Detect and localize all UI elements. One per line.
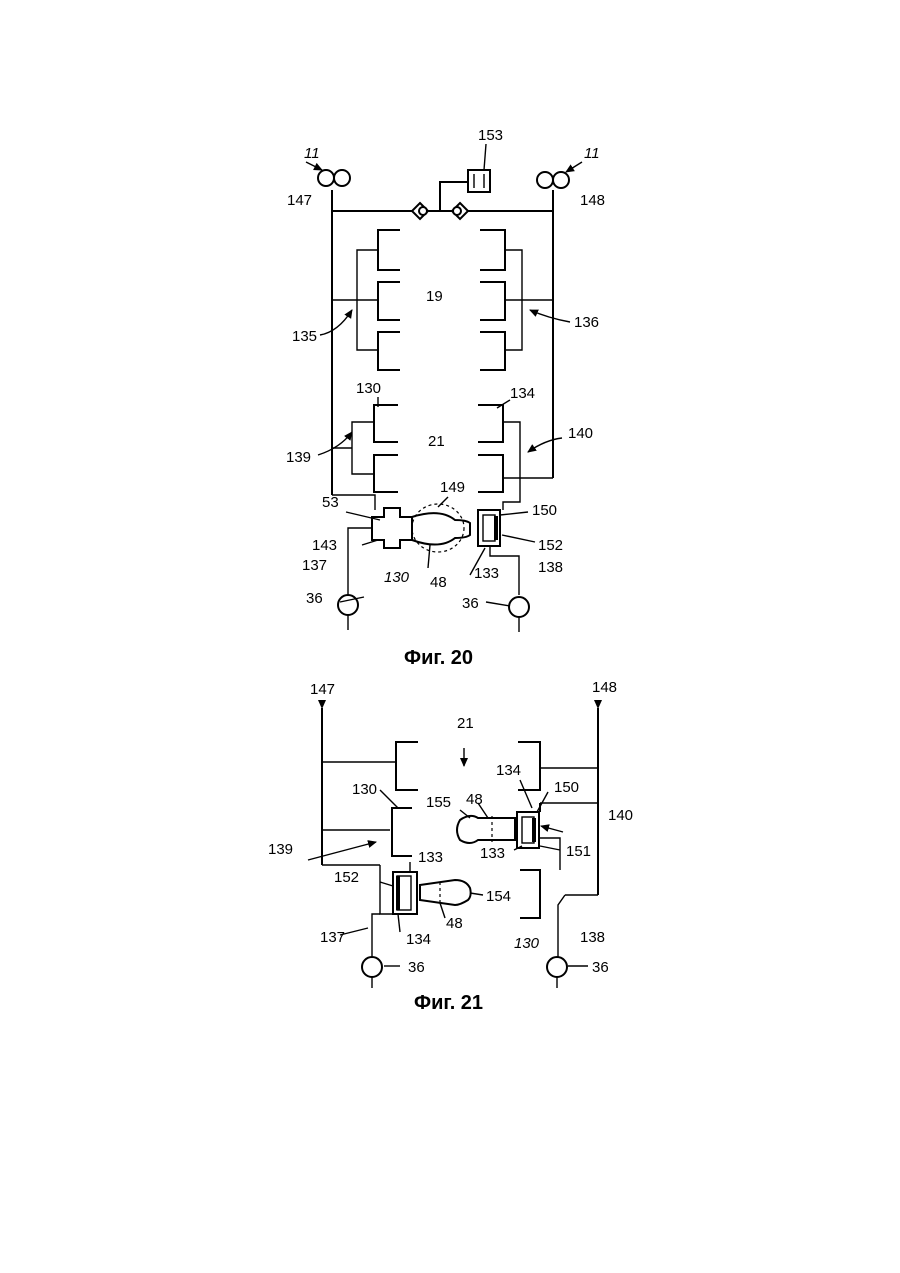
label-48-bottom: 48 bbox=[446, 915, 463, 932]
label-48-top: 48 bbox=[466, 791, 483, 808]
device-143 bbox=[372, 508, 412, 548]
label-155: 155 bbox=[426, 794, 451, 811]
label-133: 133 bbox=[474, 565, 499, 582]
label-130-bottom: 130 bbox=[384, 569, 410, 586]
arrow-11-left bbox=[306, 162, 322, 170]
workpiece-154 bbox=[420, 880, 471, 905]
label-11-right: 11 bbox=[584, 145, 600, 162]
label-48: 48 bbox=[430, 574, 447, 591]
caption-fig-21: Фиг. 21 bbox=[414, 992, 483, 1014]
label-150-21: 150 bbox=[554, 779, 579, 796]
chamber-left-upper bbox=[396, 742, 418, 790]
pump-36-left-21 bbox=[362, 957, 382, 977]
label-136: 136 bbox=[574, 314, 599, 331]
label-140-21: 140 bbox=[608, 807, 633, 824]
label-143: 143 bbox=[312, 537, 337, 554]
label-134-bottom: 134 bbox=[406, 931, 431, 948]
label-130-top-21: 130 bbox=[352, 781, 377, 798]
label-134-top: 134 bbox=[496, 762, 521, 779]
label-147: 147 bbox=[287, 192, 312, 209]
label-140: 140 bbox=[568, 425, 593, 442]
left-chambers-21 bbox=[332, 405, 398, 492]
label-36-left-21: 36 bbox=[408, 959, 425, 976]
label-36-left: 36 bbox=[306, 590, 323, 607]
right-chambers-21 bbox=[478, 405, 553, 492]
label-147-21: 147 bbox=[310, 681, 335, 698]
label-19: 19 bbox=[426, 288, 443, 305]
workpiece-155 bbox=[457, 816, 515, 843]
label-133-right: 133 bbox=[480, 845, 505, 862]
arrow-11-right bbox=[566, 162, 582, 172]
line-138-21 bbox=[558, 895, 565, 960]
label-153: 153 bbox=[478, 127, 503, 144]
label-148-21: 148 bbox=[592, 679, 617, 696]
left-chambers-19 bbox=[332, 230, 400, 370]
label-53: 53 bbox=[322, 494, 339, 511]
check-valve-right bbox=[452, 203, 468, 219]
label-133-left: 133 bbox=[418, 849, 443, 866]
label-150: 150 bbox=[532, 502, 557, 519]
label-148: 148 bbox=[580, 192, 605, 209]
label-139-21: 139 bbox=[268, 841, 293, 858]
right-chambers-19 bbox=[480, 230, 553, 370]
label-137-21: 137 bbox=[320, 929, 345, 946]
line-137-21 bbox=[372, 914, 380, 960]
label-138: 138 bbox=[538, 559, 563, 576]
label-130-top: 130 bbox=[356, 380, 381, 397]
label-135: 135 bbox=[292, 328, 317, 345]
label-138-21: 138 bbox=[580, 929, 605, 946]
label-21-21: 21 bbox=[457, 715, 474, 732]
label-152: 152 bbox=[538, 537, 563, 554]
pump-147 bbox=[318, 170, 350, 186]
label-134: 134 bbox=[510, 385, 535, 402]
label-151: 151 bbox=[566, 843, 591, 860]
chamber-right-lower bbox=[520, 870, 540, 918]
label-36-right-21: 36 bbox=[592, 959, 609, 976]
figure-21: 147 148 21 134 130 155 48 150 140 139 13… bbox=[268, 679, 633, 1014]
label-36-right: 36 bbox=[462, 595, 479, 612]
caption-fig-20: Фиг. 20 bbox=[404, 647, 473, 669]
pump-36-right-21 bbox=[547, 957, 567, 977]
label-152-21: 152 bbox=[334, 869, 359, 886]
pump-36-left bbox=[338, 595, 358, 615]
label-149: 149 bbox=[440, 479, 465, 496]
label-139: 139 bbox=[286, 449, 311, 466]
figure-20: 153 11 11 147 148 19 135 136 130 134 21 … bbox=[286, 127, 605, 669]
chamber-left-mid bbox=[392, 808, 412, 856]
check-valve-left bbox=[412, 203, 428, 219]
component-153 bbox=[468, 170, 490, 192]
pump-148 bbox=[537, 172, 569, 188]
label-21: 21 bbox=[428, 433, 445, 450]
label-130-bottom-21: 130 bbox=[514, 935, 540, 952]
line-137 bbox=[348, 528, 372, 595]
label-154: 154 bbox=[486, 888, 511, 905]
label-137: 137 bbox=[302, 557, 327, 574]
label-11-left: 11 bbox=[304, 145, 320, 162]
pump-36-right bbox=[509, 597, 529, 617]
